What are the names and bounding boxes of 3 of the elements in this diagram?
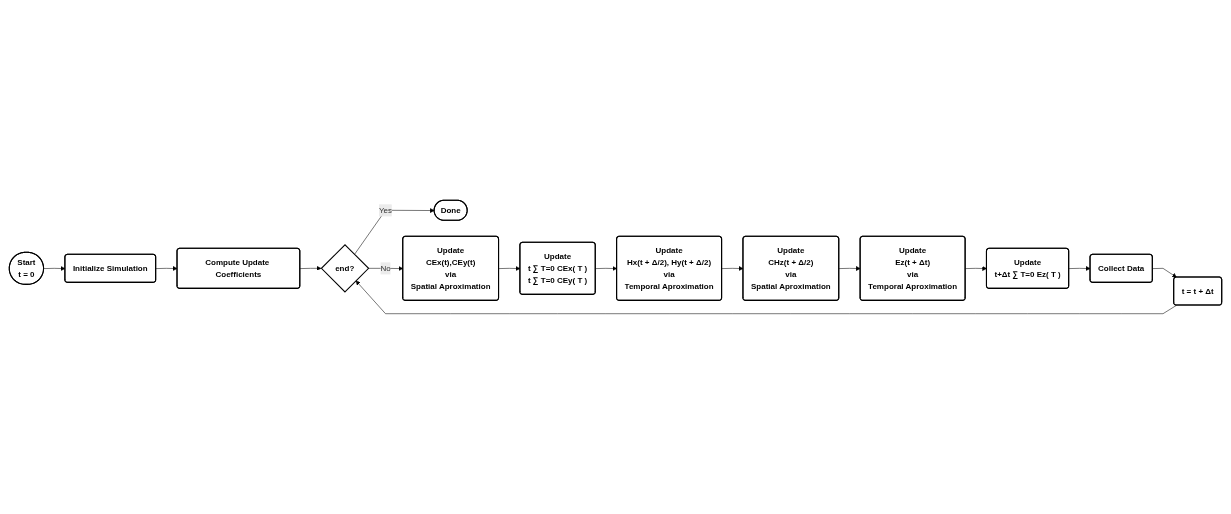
node-diamond: end? [320, 244, 370, 293]
edge-label: No [380, 263, 391, 273]
edge-label: Yes [378, 205, 393, 215]
